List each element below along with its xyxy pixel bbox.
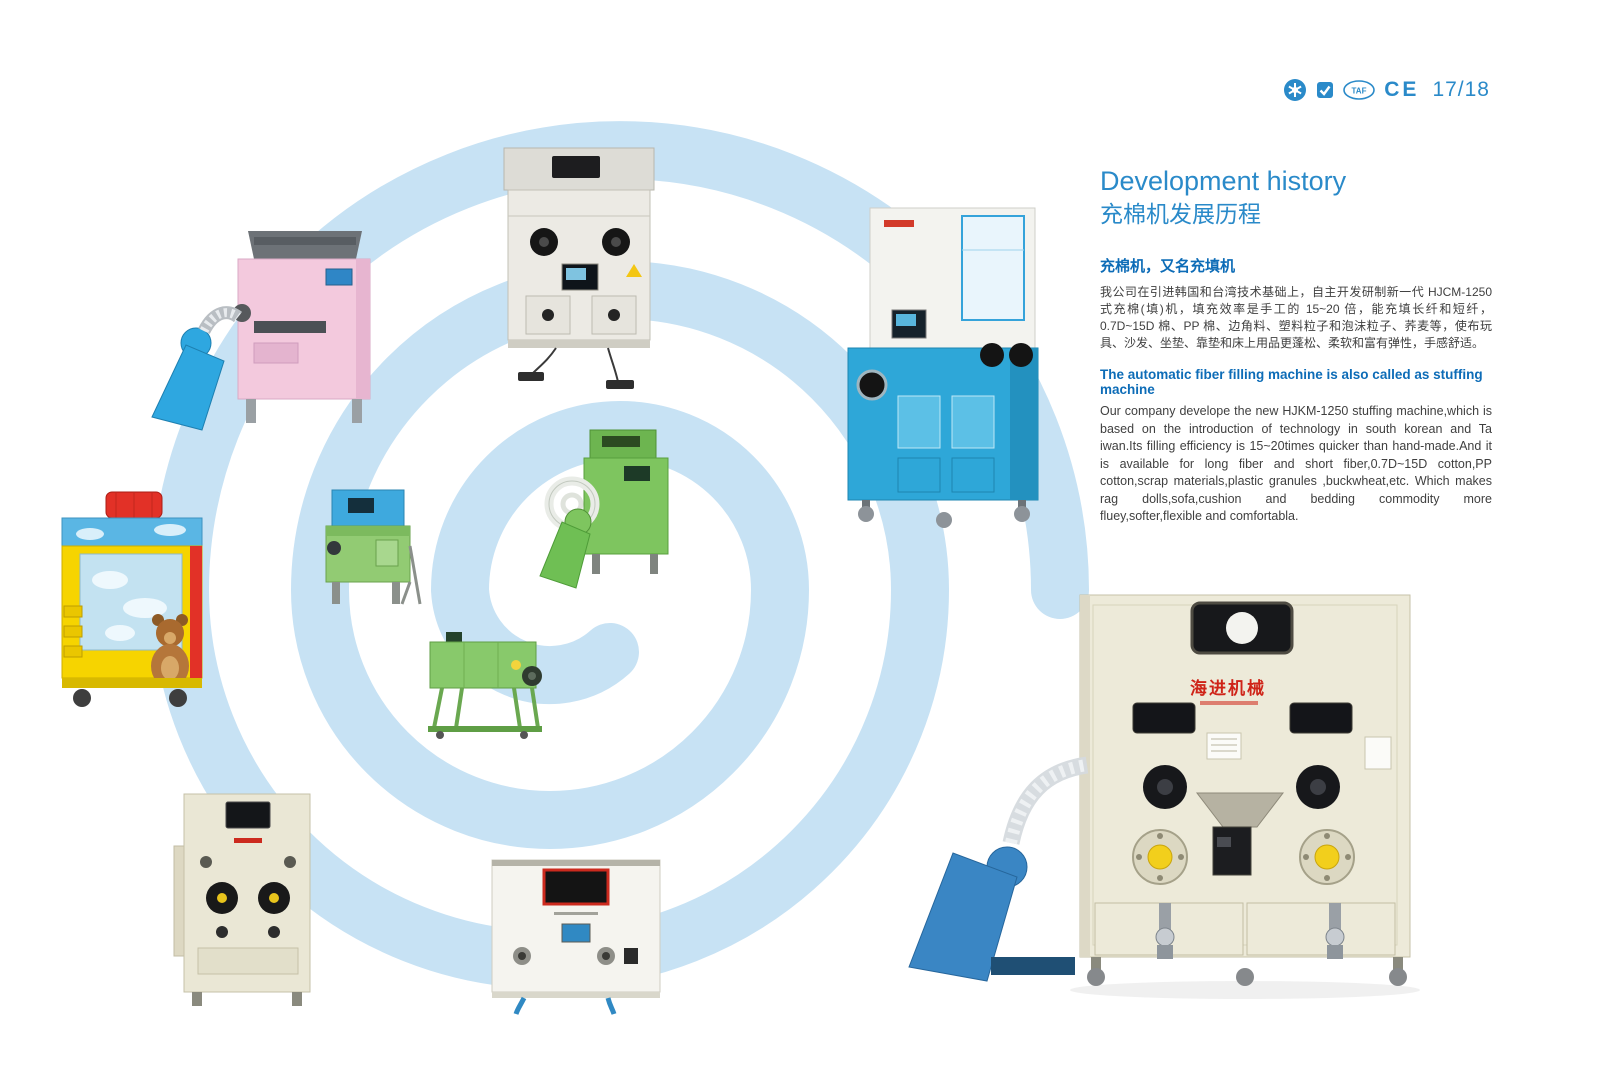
page-title-en: Development history: [1100, 166, 1347, 196]
ce-mark: CE: [1384, 78, 1420, 101]
check-cert-icon: [1317, 82, 1334, 98]
machine-photo-blue-green-small: [318, 486, 423, 608]
machine-photo-blue: [840, 200, 1045, 535]
taf-label: TAF: [1352, 87, 1367, 96]
machine-photo-large-beige: 海进机械: [895, 585, 1445, 1010]
machine-photo-beige-small: [172, 786, 322, 1014]
brand-text: 海进机械: [1190, 678, 1266, 698]
machine-photo-white-bottom: [484, 850, 669, 1015]
section-heading-zh: 充棉机，又名充填机: [1100, 258, 1236, 275]
machine-photo-green-horizontal: [420, 624, 550, 739]
machine-photo-colorful-teddy: [50, 488, 215, 716]
page-header: TAF CE 17/18: [1283, 76, 1490, 104]
section-heading-en: The automatic fiber filling machine is a…: [1100, 367, 1483, 397]
taf-cert-icon: TAF: [1343, 80, 1376, 100]
machine-photo-green-blower: [532, 424, 677, 594]
page-number: 17/18: [1432, 78, 1490, 101]
sgs-cert-icon: [1284, 79, 1307, 101]
machine-photo-gray-top: [496, 146, 668, 396]
section-body-zh: 我公司在引进韩国和台湾技术基础上，自主开发研制新一代 HJCM-1250 式充棉…: [1100, 285, 1492, 350]
section-body-en: Our company develope the new HJKM-1250 s…: [1100, 404, 1492, 523]
page-title-zh: 充棉机发展历程: [1100, 201, 1261, 227]
machine-photo-pink: [130, 225, 390, 435]
article-column: Development history 充棉机发展历程 充棉机，又名充填机 我公…: [1100, 166, 1492, 526]
